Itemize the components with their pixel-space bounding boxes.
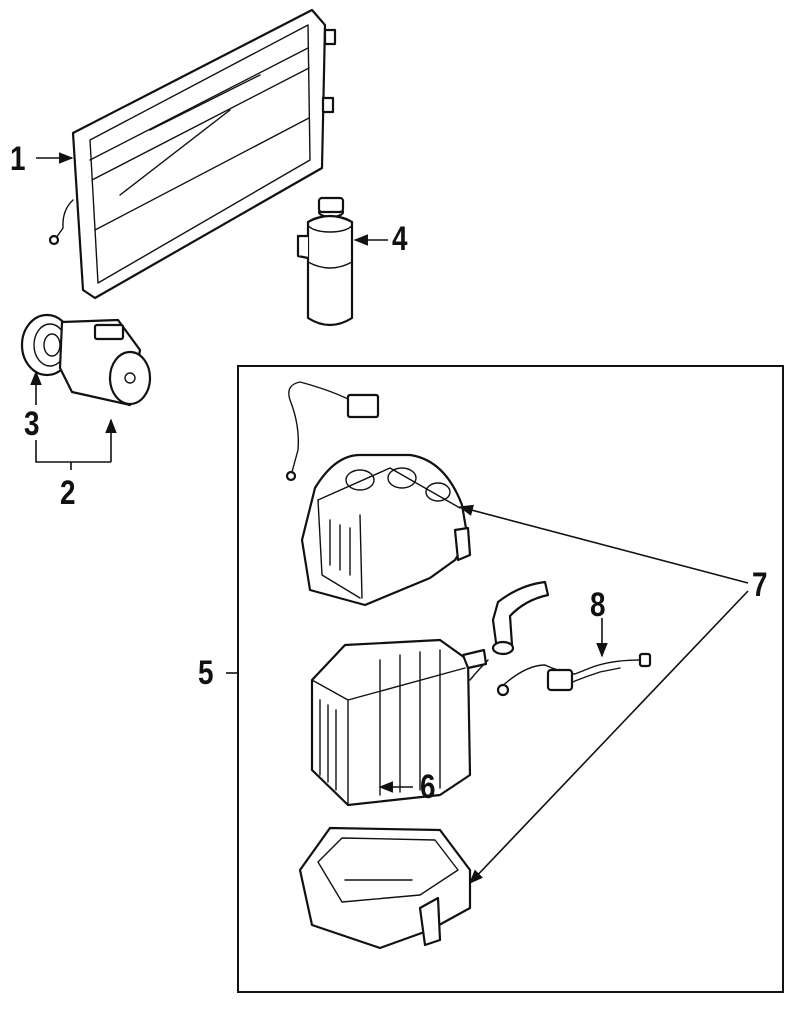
upper-case-part <box>300 453 472 607</box>
callout-1: 1 <box>10 140 26 178</box>
wire-harness-part <box>285 381 380 482</box>
compressor-part <box>20 313 152 407</box>
evaporator-core-part <box>310 638 489 807</box>
drain-hose-part <box>491 580 550 656</box>
assembly-box <box>237 365 784 993</box>
callout-4: 4 <box>392 220 408 258</box>
receiver-drier-part <box>296 196 354 327</box>
lower-case-part <box>298 826 472 950</box>
condenser-part <box>48 8 337 300</box>
callout-6: 6 <box>420 768 436 806</box>
callout-8: 8 <box>590 586 606 624</box>
expansion-valve-part <box>496 652 652 697</box>
callout-7: 7 <box>752 566 768 604</box>
callout-3: 3 <box>24 405 40 443</box>
callout-2: 2 <box>60 474 76 512</box>
callout-5: 5 <box>198 654 214 692</box>
leader-lines <box>30 152 749 885</box>
